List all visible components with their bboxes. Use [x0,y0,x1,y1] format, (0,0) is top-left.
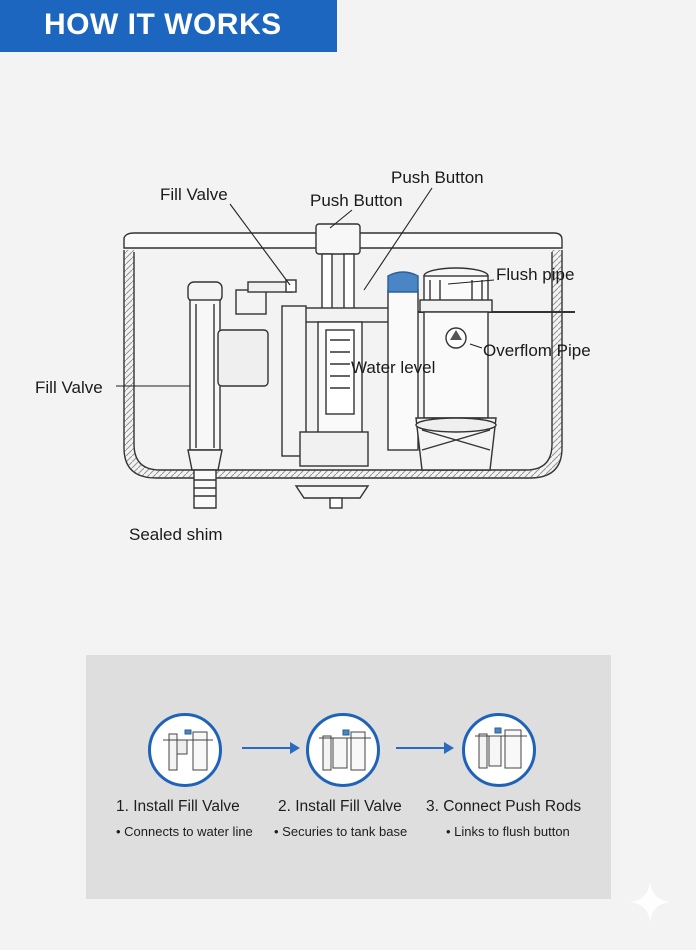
fill-valve [187,279,297,509]
label-overflow-pipe: Overflom Pipe [483,341,591,360]
flush-valve [281,223,411,509]
label-water-level: Water level [351,358,436,377]
step-3-icon [462,713,536,787]
label-push-button: Push Button [310,191,403,210]
step-3-desc: • Links to flush button [446,824,570,839]
label-sealed-shim: Sealed shim [129,525,223,544]
overflow-pipe [387,271,419,451]
step-2-title: 2. Install Fill Valve [278,798,402,815]
arrow-right-icon [396,742,454,754]
step-2-desc: • Securies to tank base [274,824,408,839]
leader-lines [116,187,495,387]
blue-cap [387,271,419,293]
label-flush-pipe: Flush pipe [496,265,575,284]
flush-canister [415,267,497,471]
page-title: HOW IT WORKS [44,8,282,41]
header-banner: HOW IT WORKS [0,0,337,52]
sparkle-icon [630,882,670,922]
label-fill-valve-top: Fill Valve [160,185,228,204]
step-1-title: 1. Install Fill Valve [116,798,240,815]
label-fill-valve-side: Fill Valve [35,378,103,397]
step-2-icon [306,713,380,787]
step-1-desc: • Connects to water line [116,824,253,839]
steps-panel: 1. Install Fill Valve 2. Install Fill Va… [86,655,611,899]
label-push-button-top: Push Button [391,168,484,187]
step-1-icon [148,713,222,787]
arrow-right-icon [242,742,300,754]
step-3-title: 3. Connect Push Rods [426,798,582,815]
tank-diagram [116,187,575,509]
